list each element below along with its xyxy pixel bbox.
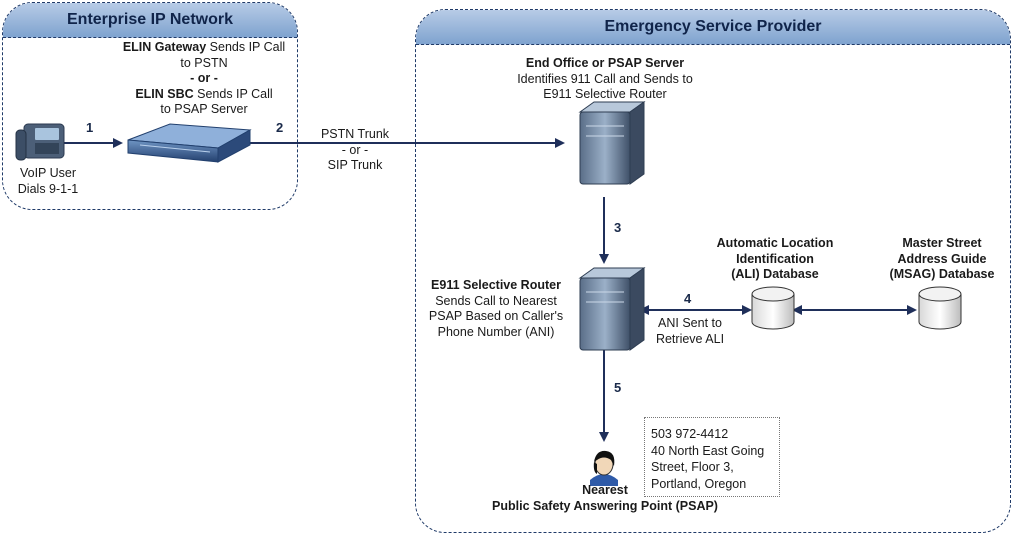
server-icon	[578, 101, 646, 185]
voip-line1: VoIP User	[19, 166, 77, 180]
end-office-line3: E911 Selective Router	[543, 87, 667, 101]
enterprise-network-panel: Enterprise IP Network	[2, 2, 298, 210]
ani-caption: ANI Sent to Retrieve ALI	[640, 316, 740, 347]
operator-icon	[590, 450, 618, 486]
voip-user-caption: VoIP User Dials 9-1-1	[8, 166, 88, 197]
ali-line1: Automatic Location	[716, 236, 834, 250]
sbc-strong: ELIN SBC	[135, 86, 194, 101]
step-3: 3	[614, 220, 622, 235]
address-line2: 40 North East Going	[651, 443, 765, 458]
step-1: 1	[86, 120, 94, 135]
end-office-caption: End Office or PSAP Server Identifies 911…	[490, 56, 720, 103]
end-office-title: End Office or PSAP Server	[525, 56, 685, 70]
sbc-line2: to PSAP Server	[160, 102, 248, 116]
router-title: E911 Selective Router	[431, 278, 561, 292]
msag-caption: Master Street Address Guide (MSAG) Datab…	[880, 236, 1004, 283]
router-line2: Sends Call to Nearest	[435, 293, 557, 308]
step-5: 5	[614, 380, 622, 395]
address-line1: 503 972-4412	[651, 427, 729, 441]
psap-line2: Public Safety Answering Point (PSAP)	[492, 498, 718, 513]
database-icon	[751, 286, 795, 330]
psap-caption: Nearest Public Safety Answering Point (P…	[460, 483, 750, 514]
caller-address-box: 503 972-4412 40 North East Going Street,…	[644, 417, 780, 497]
end-office-line2: Identifies 911 Call and Sends to	[517, 71, 693, 86]
gateway-rest: Sends IP Call	[206, 40, 286, 54]
trunk-caption: PSTN Trunk - or - SIP Trunk	[305, 127, 405, 174]
msag-line2: Address Guide	[897, 251, 987, 266]
emergency-provider-panel: Emergency Service Provider	[415, 9, 1011, 533]
step-4: 4	[684, 291, 692, 306]
trunk-line1: PSTN Trunk	[320, 127, 390, 141]
gateway-strong: ELIN Gateway	[122, 40, 207, 54]
router-line3: PSAP Based on Caller's	[428, 309, 564, 323]
gateway-device-icon	[127, 123, 252, 163]
enterprise-network-title: Enterprise IP Network	[3, 3, 297, 38]
emergency-provider-title: Emergency Service Provider	[416, 10, 1010, 45]
ani-line1: ANI Sent to	[658, 316, 722, 330]
msag-line3: (MSAG) Database	[889, 267, 995, 281]
msag-line1: Master Street	[902, 236, 982, 250]
or-separator: - or -	[190, 71, 218, 85]
router-caption: E911 Selective Router Sends Call to Near…	[418, 278, 574, 340]
ani-line2: Retrieve ALI	[655, 331, 725, 346]
ali-line2: Identification	[736, 251, 814, 266]
ali-line3: (ALI) Database	[731, 267, 819, 281]
sbc-rest: Sends IP Call	[193, 86, 273, 101]
address-line4: Portland, Oregon	[651, 476, 747, 491]
router-line4: Phone Number (ANI)	[437, 324, 555, 339]
gateway-line2: to PSTN	[180, 55, 228, 70]
trunk-line3: SIP Trunk	[327, 158, 383, 172]
server-icon	[578, 267, 646, 351]
ip-phone-icon	[15, 123, 65, 161]
ali-caption: Automatic Location Identification (ALI) …	[700, 236, 850, 283]
database-icon	[918, 286, 962, 330]
step-2: 2	[276, 120, 284, 135]
trunk-line2: - or -	[341, 142, 369, 157]
gateway-caption: ELIN Gateway Sends IP Call to PSTN - or …	[104, 40, 304, 118]
psap-line1: Nearest	[582, 483, 628, 497]
voip-line2: Dials 9-1-1	[17, 181, 79, 196]
address-line3: Street, Floor 3,	[651, 460, 734, 474]
